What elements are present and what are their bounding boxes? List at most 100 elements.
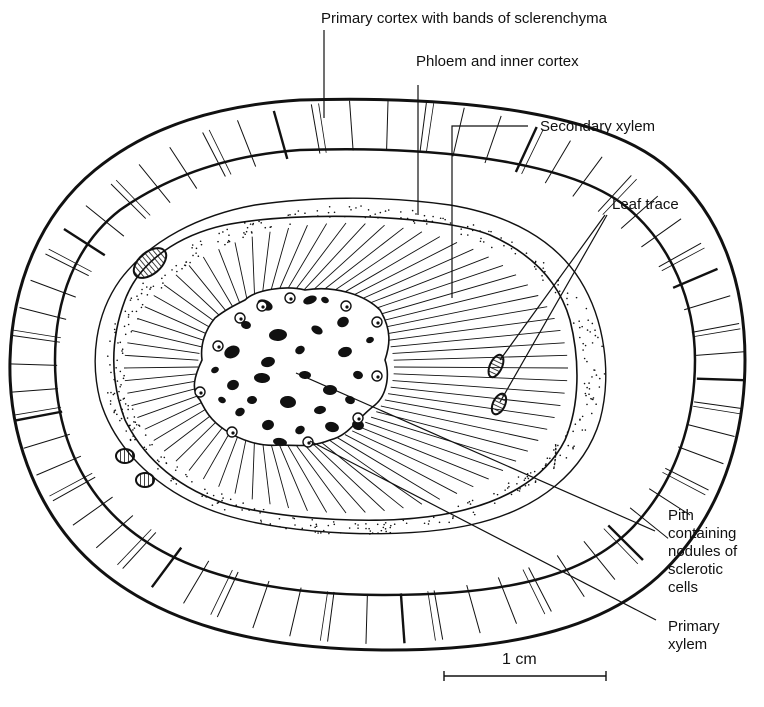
stipple-dot	[584, 358, 586, 360]
stipple-dot	[160, 456, 162, 458]
xylem-ray	[203, 257, 233, 307]
stipple-dot	[320, 532, 322, 534]
xylem-ray	[271, 228, 289, 292]
cortex-band	[659, 243, 701, 267]
xylem-ray	[305, 224, 366, 290]
stipple-dot	[595, 335, 597, 337]
stipple-dot	[287, 214, 289, 216]
cortex-band	[366, 594, 367, 644]
cortex-band	[328, 592, 334, 642]
stipple-dot	[357, 524, 359, 526]
stipple-dot	[541, 275, 543, 277]
xylem-ray	[388, 394, 555, 418]
stipple-dot	[328, 212, 330, 214]
stipple-dot	[164, 275, 166, 277]
stipple-dot	[432, 216, 434, 218]
stipple-dot	[311, 519, 313, 521]
leader-leaf-trace-2	[500, 215, 607, 402]
stipple-dot	[543, 262, 545, 264]
stipple-dot	[149, 288, 151, 290]
stipple-dot	[458, 506, 460, 508]
stipple-dot	[317, 210, 319, 212]
stipple-dot	[110, 403, 112, 405]
stipple-dot	[294, 213, 296, 215]
stipple-dot	[516, 483, 518, 485]
stipple-dot	[130, 439, 132, 441]
primary-xylem-dot	[345, 305, 348, 308]
stipple-dot	[228, 234, 230, 236]
stipple-dot	[388, 209, 390, 211]
stipple-dot	[508, 482, 510, 484]
xylem-ray	[371, 417, 516, 461]
stipple-dot	[573, 445, 575, 447]
primary-xylem-line-1: Primary	[668, 618, 748, 636]
stipple-dot	[372, 532, 374, 534]
stipple-dot	[141, 307, 143, 309]
stipple-dot	[467, 226, 469, 228]
stipple-dot	[131, 297, 133, 299]
stipple-dot	[127, 409, 129, 411]
stipple-dot	[535, 268, 537, 270]
stipple-dot	[585, 395, 587, 397]
stipple-dot	[153, 285, 155, 287]
stipple-dot	[222, 497, 224, 499]
stipple-dot	[591, 398, 593, 400]
stipple-dot	[252, 223, 254, 225]
stipple-dot	[511, 248, 513, 250]
stipple-dot	[493, 493, 495, 495]
stipple-dot	[107, 355, 109, 357]
stipple-dot	[242, 502, 244, 504]
stipple-dot	[259, 512, 261, 514]
stipple-dot	[473, 224, 475, 226]
stipple-dot	[264, 227, 266, 229]
stipple-dot	[494, 502, 496, 504]
primary-xylem-dot	[357, 417, 360, 420]
stipple-dot	[448, 522, 450, 524]
cortex-band	[401, 593, 405, 643]
xylem-ray	[394, 355, 568, 360]
stipple-dot	[158, 461, 160, 463]
stipple-dot	[289, 214, 291, 216]
stipple-dot	[138, 424, 140, 426]
cortex-band	[662, 472, 705, 495]
stipple-dot	[120, 399, 122, 401]
stipple-dot	[136, 311, 138, 313]
stipple-dot	[110, 372, 112, 374]
primary-xylem-line-2: xylem	[668, 636, 748, 654]
stipple-dot	[132, 408, 134, 410]
stipple-dot	[175, 265, 177, 267]
xylem-ray	[127, 343, 199, 354]
cortex-band	[170, 147, 197, 188]
stipple-dot	[593, 397, 595, 399]
stipple-dot	[559, 290, 561, 292]
stipple-dot	[599, 378, 601, 380]
stipple-dot	[200, 240, 202, 242]
stipple-dot	[586, 387, 588, 389]
stipple-dot	[584, 383, 586, 385]
xylem-ray	[391, 387, 561, 405]
stipple-dot	[507, 487, 509, 489]
stipple-dot	[593, 369, 595, 371]
stipple-dot	[515, 253, 517, 255]
stipple-dot	[519, 490, 521, 492]
stipple-dot	[586, 361, 588, 363]
stipple-dot	[385, 210, 387, 212]
stipple-dot	[377, 524, 379, 526]
stipple-dot	[175, 483, 177, 485]
stipple-dot	[428, 520, 430, 522]
stipple-dot	[114, 393, 116, 395]
leaf-trace-right-2	[489, 391, 509, 416]
stipple-dot	[149, 444, 151, 446]
stipple-dot	[566, 298, 568, 300]
stipple-dot	[120, 384, 122, 386]
stipple-dot	[301, 528, 303, 530]
stipple-dot	[128, 316, 130, 318]
stipple-dot	[350, 209, 352, 211]
cortex-band	[49, 249, 92, 272]
stipple-dot	[109, 364, 111, 366]
stipple-dot	[125, 310, 127, 312]
stipple-dot	[467, 234, 469, 236]
xylem-ray	[132, 330, 202, 346]
stipple-dot	[279, 526, 281, 528]
primary-xylem-dot	[199, 391, 202, 394]
